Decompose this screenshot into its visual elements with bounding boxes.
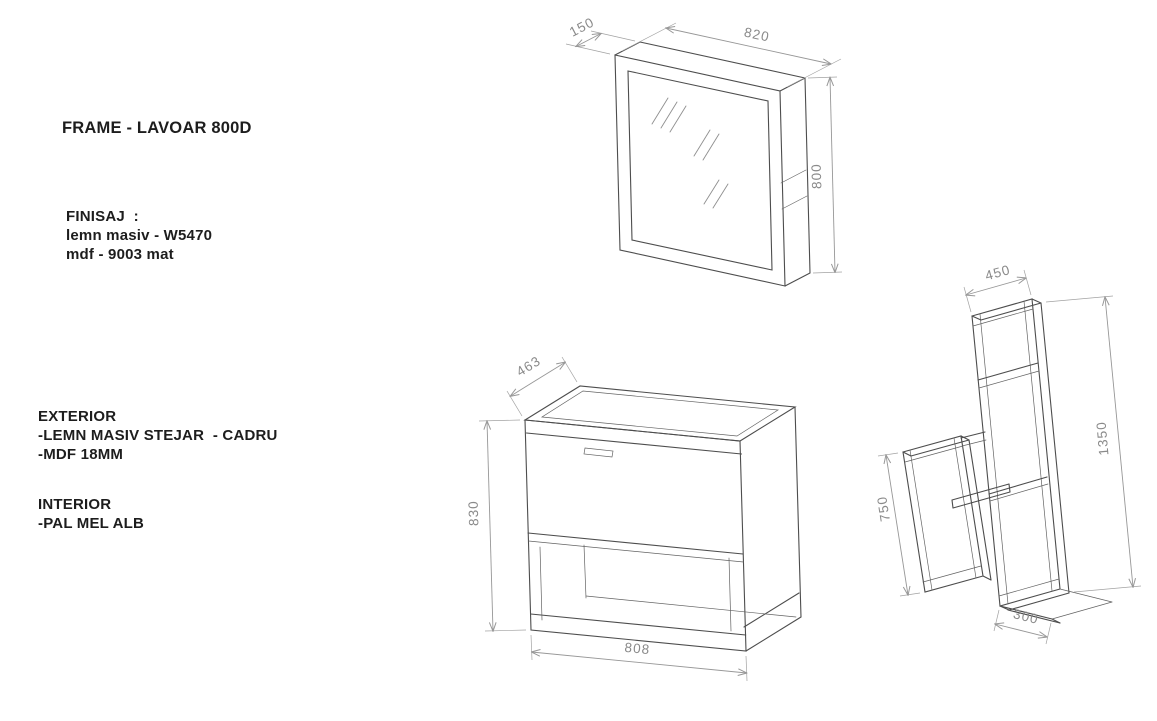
mirror-height-dim: 800 bbox=[809, 163, 825, 189]
vanity-frame-drawing: 463 830 808 bbox=[466, 353, 802, 682]
finisaj-line: lemn masiv - W5470 bbox=[66, 227, 213, 244]
interior-heading: INTERIOR bbox=[38, 496, 112, 513]
exterior-spec-block: EXTERIOR -LEMN MASIV STEJAR - CADRU -MDF… bbox=[38, 407, 278, 464]
finisaj-line: mdf - 9003 mat bbox=[66, 246, 174, 263]
side-frame-dimensions: 450 1350 750 300 bbox=[874, 262, 1142, 645]
mirror-glass-hatching bbox=[651, 97, 729, 209]
side-top-depth-dim: 450 bbox=[983, 262, 1012, 283]
side-frame-drawing: 450 1350 750 300 bbox=[874, 262, 1142, 645]
side-height-dim: 1350 bbox=[1094, 421, 1112, 457]
vanity-width-dim: 808 bbox=[624, 640, 651, 657]
drawer-handle bbox=[583, 447, 614, 458]
mirror-frame-drawing: 150 820 800 bbox=[565, 14, 843, 287]
side-base-depth-dim: 300 bbox=[1012, 606, 1041, 627]
vanity-dimensions: 463 830 808 bbox=[466, 353, 747, 682]
mirror-depth-dim: 150 bbox=[567, 14, 597, 39]
exterior-heading: EXTERIOR bbox=[38, 408, 117, 425]
finisaj-spec-block: FINISAJ : lemn masiv - W5470 mdf - 9003 … bbox=[66, 207, 212, 264]
exterior-line: -LEMN MASIV STEJAR - CADRU bbox=[38, 427, 278, 444]
interior-line: -PAL MEL ALB bbox=[38, 515, 145, 532]
vanity-depth-dim: 463 bbox=[514, 353, 544, 379]
mirror-width-dim: 820 bbox=[743, 25, 771, 45]
exterior-line: -MDF 18MM bbox=[38, 446, 124, 463]
mirror-dimensions: 150 820 800 bbox=[565, 14, 843, 274]
interior-spec-block: INTERIOR -PAL MEL ALB bbox=[38, 495, 144, 533]
side-console-height-dim: 750 bbox=[874, 495, 893, 523]
vanity-height-dim: 830 bbox=[466, 500, 482, 526]
page-title: FRAME - LAVOAR 800D bbox=[62, 119, 252, 137]
finisaj-heading: FINISAJ : bbox=[66, 208, 139, 225]
